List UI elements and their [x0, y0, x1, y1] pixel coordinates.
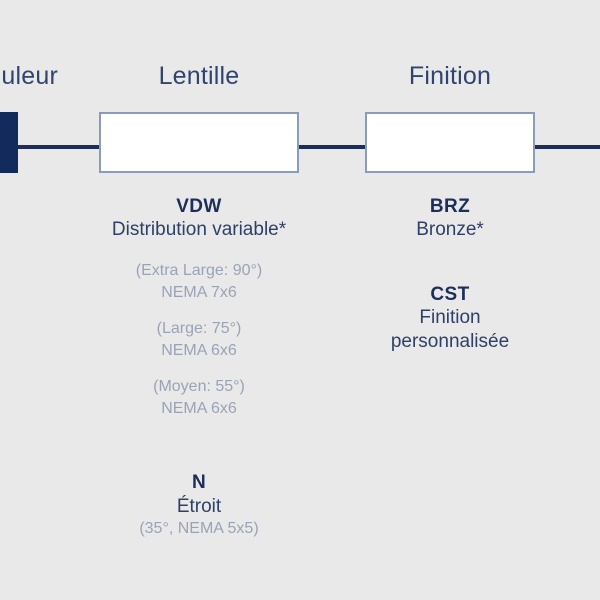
spacer — [79, 304, 319, 318]
option-code-vdw: VDW — [176, 196, 222, 217]
spacer — [79, 362, 319, 376]
option-detail-vdw-xl-angle: (Extra Large: 90°) — [135, 261, 263, 279]
option-vdw[interactable]: VDW Distribution variable* (Extra Large:… — [79, 196, 319, 420]
option-name-vdw: Distribution variable* — [111, 219, 287, 241]
column-header-finition: Finition — [408, 62, 492, 90]
option-code-brz: BRZ — [429, 196, 471, 217]
spacer — [79, 420, 319, 472]
option-detail-vdw-moyen-angle: (Moyen: 55°) — [153, 378, 245, 396]
node-lentille[interactable] — [99, 112, 299, 173]
option-detail-vdw-large-nema: NEMA 6x6 — [161, 342, 237, 360]
spacer — [370, 242, 530, 284]
option-detail-vdw-large-angle: (Large: 75°) — [156, 320, 242, 338]
option-list-finition: BRZ Bronze* CST Finition personnalisée — [370, 196, 530, 353]
option-name-n: Étroit — [176, 495, 222, 517]
option-brz[interactable]: BRZ Bronze* — [370, 196, 530, 242]
column-header-couleur: uleur — [1, 62, 58, 90]
option-name-cst-line1: Finition — [419, 307, 481, 329]
option-n[interactable]: N Étroit (35°, NEMA 5x5) — [79, 472, 319, 540]
connector-rail — [0, 145, 600, 149]
option-code-cst: CST — [430, 283, 470, 305]
option-code-n: N — [191, 472, 207, 494]
option-detail-vdw-xl-nema: NEMA 7x6 — [161, 284, 237, 302]
option-name-brz: Bronze* — [416, 219, 484, 241]
option-detail-vdw-moyen-nema: NEMA 6x6 — [161, 400, 237, 418]
option-list-lentille: VDW Distribution variable* (Extra Large:… — [79, 196, 319, 540]
option-cst[interactable]: CST Finition personnalisée — [370, 284, 530, 354]
column-header-lentille: Lentille — [158, 62, 240, 90]
node-finition[interactable] — [365, 112, 535, 173]
spacer — [79, 242, 319, 260]
node-couleur[interactable] — [0, 112, 18, 173]
option-name-cst-line2: personnalisée — [390, 330, 510, 352]
option-detail-n: (35°, NEMA 5x5) — [139, 520, 259, 538]
